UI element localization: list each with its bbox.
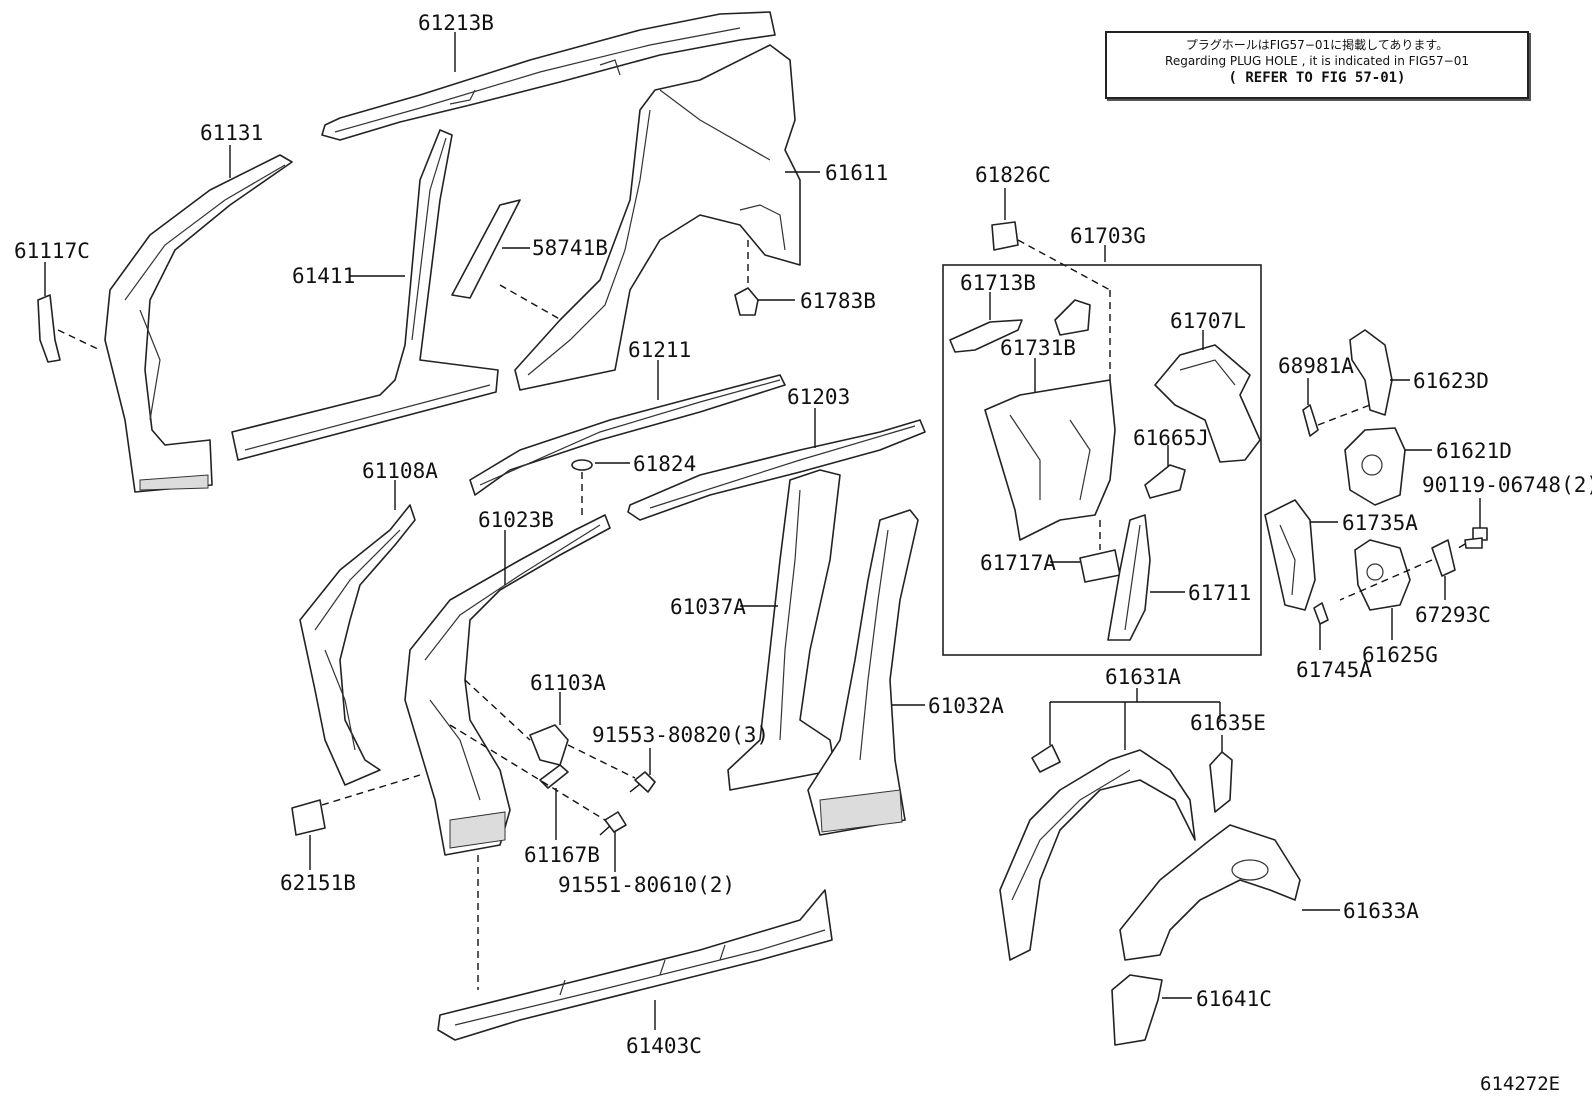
note-japanese-text: プラグホールはFIG57−01に掲載してあります。 [1185,38,1449,52]
label-90119-06748: 90119-06748(2) [1422,473,1592,497]
part-61631A-wheelhouse-outer[interactable] [999,749,1196,961]
label-61711: 61711 [1188,581,1251,605]
label-61826C: 61826C [975,163,1051,187]
label-61411: 61411 [292,264,355,288]
label-61735A: 61735A [1342,511,1418,535]
part-58741B-seal[interactable] [451,199,521,299]
part-61213B-roof-rail[interactable] [321,11,776,141]
label-61641C: 61641C [1196,987,1272,1011]
part-61131-front-pillar-outer[interactable] [104,154,293,493]
part-61403C-rocker-inner[interactable] [437,889,833,1041]
label-61108A: 61108A [362,459,438,483]
part-61631A-bracket-small[interactable] [1031,744,1061,773]
part-67293C-pad[interactable] [1431,539,1456,577]
label-58741B: 58741B [532,236,608,260]
label-61167B: 61167B [524,843,600,867]
label-61131: 61131 [200,121,263,145]
label-61783B: 61783B [800,289,876,313]
label-91553-80820: 91553-80820(3) [592,723,769,747]
label-62151B: 62151B [280,871,356,895]
part-61032A-center-pillar-inner[interactable] [807,509,919,836]
label-67293C: 67293C [1415,603,1491,627]
label-61625G: 61625G [1362,643,1438,667]
label-61203: 61203 [787,385,850,409]
label-61824: 61824 [633,452,696,476]
part-61625G-bracket[interactable] [1354,539,1411,611]
label-61611: 61611 [825,161,888,185]
part-61826C-pad[interactable] [991,221,1019,251]
label-61037A: 61037A [670,595,746,619]
note-refer-text: ( REFER TO FIG 57-01) [1228,70,1406,86]
part-61635E-bracket[interactable] [1209,751,1233,813]
part-61665J-gusset[interactable] [1144,464,1186,499]
part-61745A-clip[interactable] [1313,602,1329,625]
part-61621D-extension[interactable] [1344,427,1406,506]
part-61783B-pad[interactable] [734,287,759,316]
label-61745A: 61745A [1296,658,1372,682]
label-61103A: 61103A [530,671,606,695]
part-61203-roof-rail-reinf[interactable] [627,419,926,521]
part-61623D-bracket[interactable] [1349,329,1393,416]
part-61713B-bracket[interactable] [949,319,1023,353]
part-61711-reinforcement[interactable] [1107,514,1151,641]
note-english-text: Regarding PLUG HOLE , it is indicated in… [1165,54,1469,68]
part-61641C-extension[interactable] [1111,974,1163,1046]
part-91553-80820-bolt[interactable] [629,771,656,793]
part-62151B-pad[interactable] [291,799,326,836]
label-61623D: 61623D [1413,369,1489,393]
group-box-61703G [942,264,1262,656]
label-61703G: 61703G [1070,224,1146,248]
label-61211: 61211 [628,338,691,362]
part-90119-06748-bolt[interactable] [1464,527,1488,549]
label-61032A: 61032A [928,694,1004,718]
part-91551-80610-bolt[interactable] [599,811,627,836]
part-61731B-bracket-small[interactable] [1054,299,1091,336]
label-61213B: 61213B [418,11,494,35]
label-61403C: 61403C [626,1034,702,1058]
part-61103A-bracket[interactable] [529,724,569,766]
part-61735A-panel[interactable] [1264,499,1316,611]
part-61117C-bracket[interactable] [37,294,61,363]
label-61621D: 61621D [1436,439,1512,463]
label-91551-80610: 91551-80610(2) [558,873,735,897]
part-61023B-front-pillar-inner[interactable] [404,514,611,856]
part-61824-plug[interactable] [571,459,593,471]
label-61633A: 61633A [1343,899,1419,923]
label-61707L: 61707L [1170,309,1246,333]
figure-id: 614272E [1480,1073,1560,1095]
label-61631A: 61631A [1105,665,1181,689]
label-68981A: 68981A [1278,354,1354,378]
label-61117C: 61117C [14,239,90,263]
label-61731B: 61731B [1000,336,1076,360]
part-61411-rocker-outer[interactable] [231,129,499,461]
reference-note-box: プラグホールはFIG57−01に掲載してあります。 Regarding PLUG… [1105,31,1529,99]
label-61717A: 61717A [980,551,1056,575]
part-61731B-inner-panel[interactable] [984,379,1116,541]
label-61023B: 61023B [478,508,554,532]
part-61211-roof-rail-inner[interactable] [469,374,786,496]
part-61633A-wheelhouse-inner[interactable] [1119,824,1301,961]
label-61635E: 61635E [1190,711,1266,735]
part-61717A-bracket[interactable] [1079,549,1121,583]
label-61713B: 61713B [960,271,1036,295]
part-61167B-plate[interactable] [539,764,569,789]
label-61665J: 61665J [1133,426,1209,450]
part-61108A-front-pillar[interactable] [299,504,416,786]
part-61611-quarter-panel[interactable] [514,44,801,391]
part-68981A-clip[interactable] [1302,404,1319,437]
